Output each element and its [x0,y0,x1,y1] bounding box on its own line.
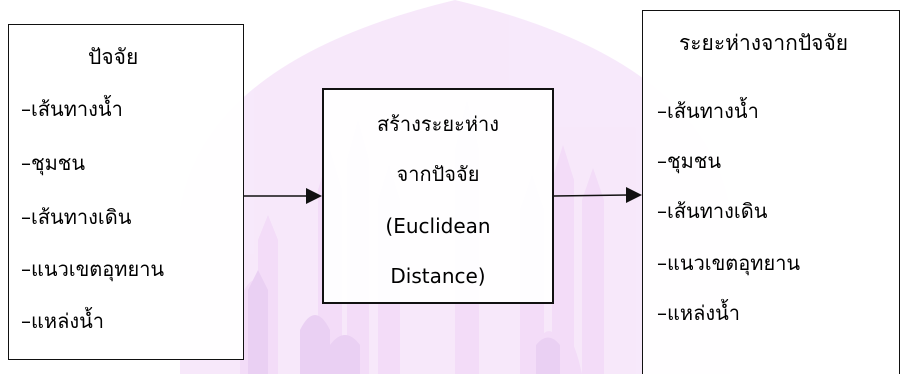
factor-item-water-route: –เส้นทางน้ำ [21,97,123,121]
process-line-2: จากปัจจัย [396,162,480,186]
distance-item-water-source: –แหล่งน้ำ [657,301,740,325]
distance-item-trail: –เส้นทางเดิน [657,199,768,223]
arrow-process-to-distance [553,194,629,197]
arrow-factors-to-process-head [306,188,322,204]
factor-item-water-source: –แหล่งน้ำ [21,309,104,333]
distance-item-park-boundary: –แนวเขตอุทยาน [657,251,801,275]
distance-item-community: –ชุมชน [657,149,722,173]
distance-item-water-route: –เส้นทางน้ำ [657,99,759,123]
factor-item-trail: –เส้นทางเดิน [21,205,132,229]
factor-item-community: –ชุมชน [21,151,86,175]
factors-title: ปัจจัย [88,45,139,69]
process-line-1: สร้างระยะห่าง [376,112,500,136]
process-line-3: (Euclidean [385,214,491,238]
process-box: สร้างระยะห่าง จากปัจจัย (Euclidean Dista… [322,88,554,304]
factors-box: ปัจจัย –เส้นทางน้ำ –ชุมชน –เส้นทางเดิน –… [8,24,244,360]
arrow-process-to-distance-head [626,187,642,203]
process-line-4: Distance) [390,264,486,288]
distance-box: ระยะห่างจากปัจจัย –เส้นทางน้ำ –ชุมชน –เส… [642,10,900,374]
distance-title: ระยะห่างจากปัจจัย [679,31,849,55]
factor-item-park-boundary: –แนวเขตอุทยาน [21,257,165,281]
